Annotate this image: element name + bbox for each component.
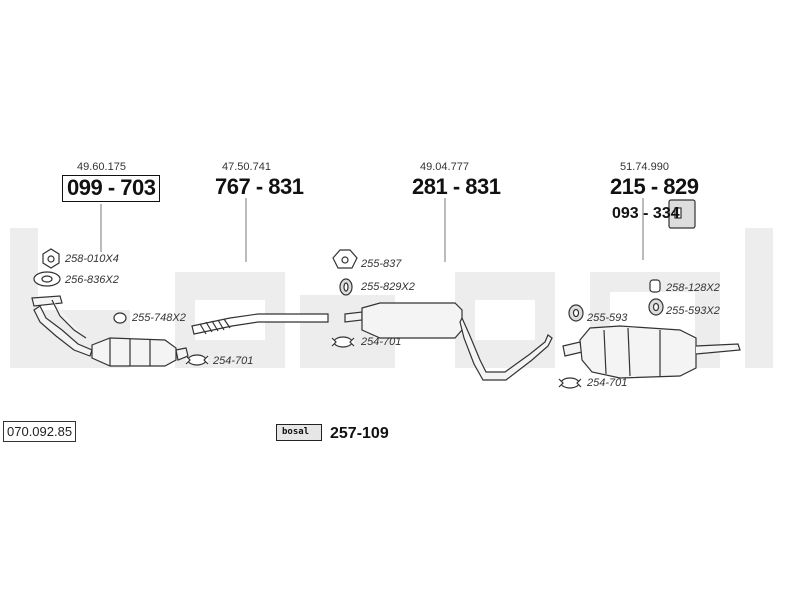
- bracket-icon: [332, 249, 358, 269]
- catalog-code: 070.092.85: [3, 421, 77, 442]
- bosal-tag: bosal: [276, 424, 322, 441]
- nut-icon: [42, 248, 60, 269]
- mount-kit-part: 257-109: [330, 425, 389, 442]
- section-2-part: 767 - 831: [215, 174, 304, 199]
- extra-part: 093 - 334: [612, 205, 680, 222]
- clamp-icon: [331, 336, 355, 348]
- part-label: 255-748X2: [132, 312, 186, 324]
- section-4-part: 215 - 829: [610, 174, 699, 199]
- rubber-ring-icon: [339, 278, 353, 296]
- section-1-part: 099 - 703: [62, 175, 161, 202]
- section-1-ref: 49.60.175: [77, 161, 126, 173]
- rear-silencer: [562, 325, 741, 379]
- part-label: 256-836X2: [65, 274, 119, 286]
- part-label: 255-837: [361, 258, 402, 270]
- gasket-icon: [33, 271, 61, 287]
- hanger-icon: [668, 199, 696, 229]
- part-label: 255-593X2: [666, 305, 720, 317]
- section-2-ref: 47.50.741: [222, 161, 271, 173]
- part-label: 258-010X4: [65, 253, 119, 265]
- part-label: 254-701: [213, 355, 254, 367]
- part-label: 255-593: [587, 312, 628, 324]
- ring-icon: [649, 279, 661, 293]
- part-label: 255-829X2: [361, 281, 415, 293]
- bosal-tag-text: bosal: [282, 427, 310, 437]
- catalytic-converter: [31, 295, 189, 367]
- clamp-icon: [558, 377, 582, 389]
- part-label: 254-701: [587, 377, 628, 389]
- section-3-ref: 49.04.777: [420, 161, 469, 173]
- rubber-ring-icon: [568, 304, 584, 322]
- part-label: 254-701: [361, 336, 402, 348]
- part-label: 258-128X2: [666, 282, 720, 294]
- section-4-ref: 51.74.990: [620, 161, 669, 173]
- rubber-ring-icon: [648, 298, 664, 316]
- section-3-part: 281 - 831: [412, 174, 501, 199]
- clamp-icon: [185, 354, 209, 366]
- ring-icon: [113, 312, 127, 324]
- middle-silencer: [344, 302, 553, 381]
- front-pipe: [191, 313, 329, 335]
